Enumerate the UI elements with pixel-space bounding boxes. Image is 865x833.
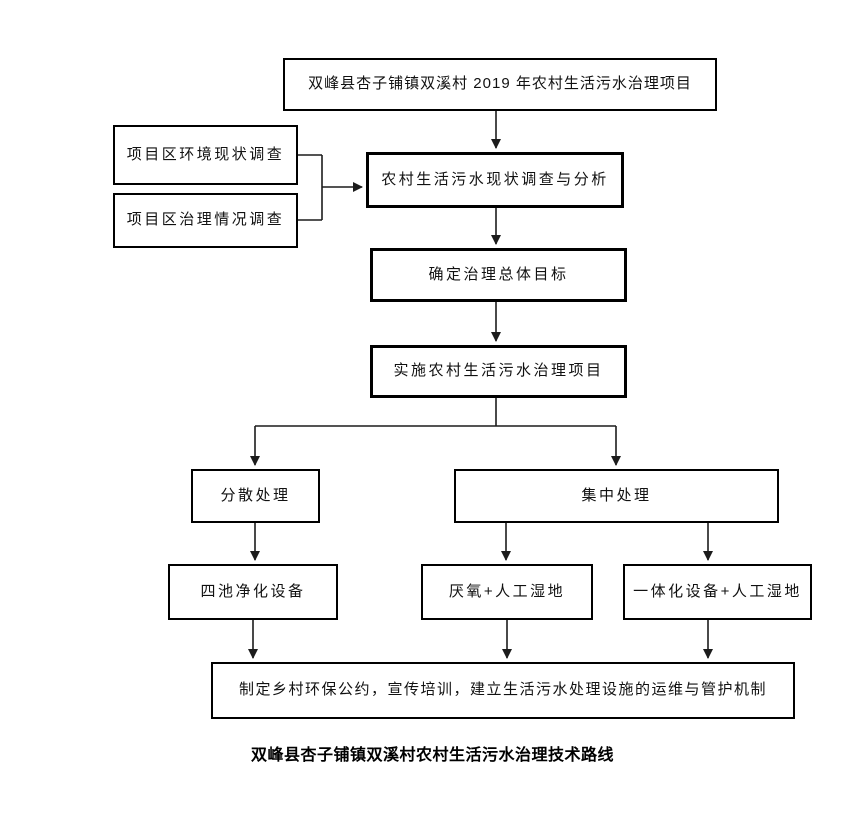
- node-project-title: 双峰县杏子铺镇双溪村 2019 年农村生活污水治理项目: [283, 58, 717, 111]
- node-four-pond-equipment: 四池净化设备: [168, 564, 338, 620]
- node-dispersed-treatment: 分散处理: [191, 469, 320, 523]
- node-status-analysis: 农村生活污水现状调查与分析: [366, 152, 624, 208]
- figure-caption: 双峰县杏子铺镇双溪村农村生活污水治理技术路线: [250, 747, 614, 764]
- node-treatment-survey: 项目区治理情况调查: [113, 193, 298, 248]
- node-environment-survey: 项目区环境现状调查: [113, 125, 298, 185]
- node-centralized-treatment: 集中处理: [454, 469, 779, 523]
- node-implement-project: 实施农村生活污水治理项目: [370, 345, 627, 398]
- node-overall-goal: 确定治理总体目标: [370, 248, 627, 302]
- node-maintenance-mechanism: 制定乡村环保公约，宣传培训，建立生活污水处理设施的运维与管护机制: [211, 662, 795, 719]
- node-anaerobic-wetland: 厌氧+人工湿地: [421, 564, 593, 620]
- node-integrated-wetland: 一体化设备+人工湿地: [623, 564, 812, 620]
